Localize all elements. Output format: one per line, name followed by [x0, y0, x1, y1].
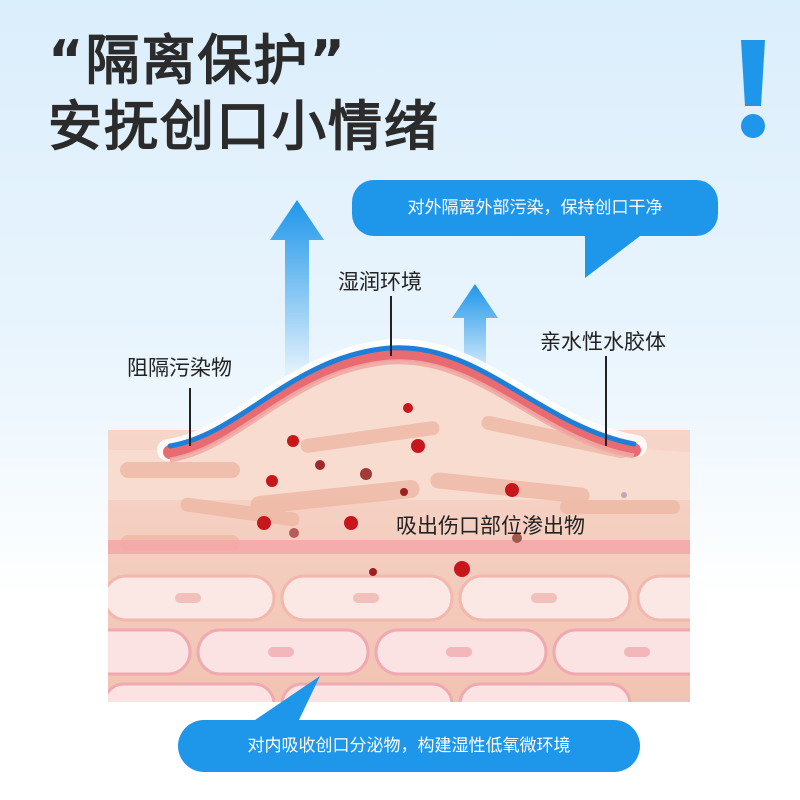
inner-absorption-text: 对内吸收创口分泌物，构建湿性低氧微环境 [247, 736, 571, 756]
up-arrow-right-icon [452, 284, 498, 380]
moist-environment-label: 湿润环境 [338, 270, 422, 294]
exclamation-icon [741, 40, 765, 138]
up-arrow-left-icon [270, 200, 324, 380]
block-pollutants-label: 阻隔污染物 [127, 356, 232, 380]
cell-row-3 [108, 682, 632, 702]
headline: “隔离保护” 安抚创口小情绪 [48, 28, 440, 160]
hydrocolloid-label: 亲水性水胶体 [540, 330, 666, 354]
cell-row-2 [108, 628, 690, 676]
headline-line-1: “隔离保护” [48, 29, 347, 92]
outer-isolation-text: 对外隔离外部污染，保持创口干净 [407, 198, 663, 218]
outer-isolation-callout: 对外隔离外部污染，保持创口干净 [352, 180, 718, 236]
exudate-particles [257, 403, 627, 577]
headline-line-2: 安抚创口小情绪 [48, 95, 440, 158]
leader-lines [189, 296, 607, 446]
inner-absorption-callout: 对内吸收创口分泌物，构建湿性低氧微环境 [178, 720, 640, 772]
bubble-bottom-tail [255, 676, 320, 722]
cell-row-1 [108, 574, 690, 622]
absorb-exudate-label: 吸出伤口部位渗出物 [396, 514, 585, 538]
bubble-top-tail [585, 236, 640, 278]
